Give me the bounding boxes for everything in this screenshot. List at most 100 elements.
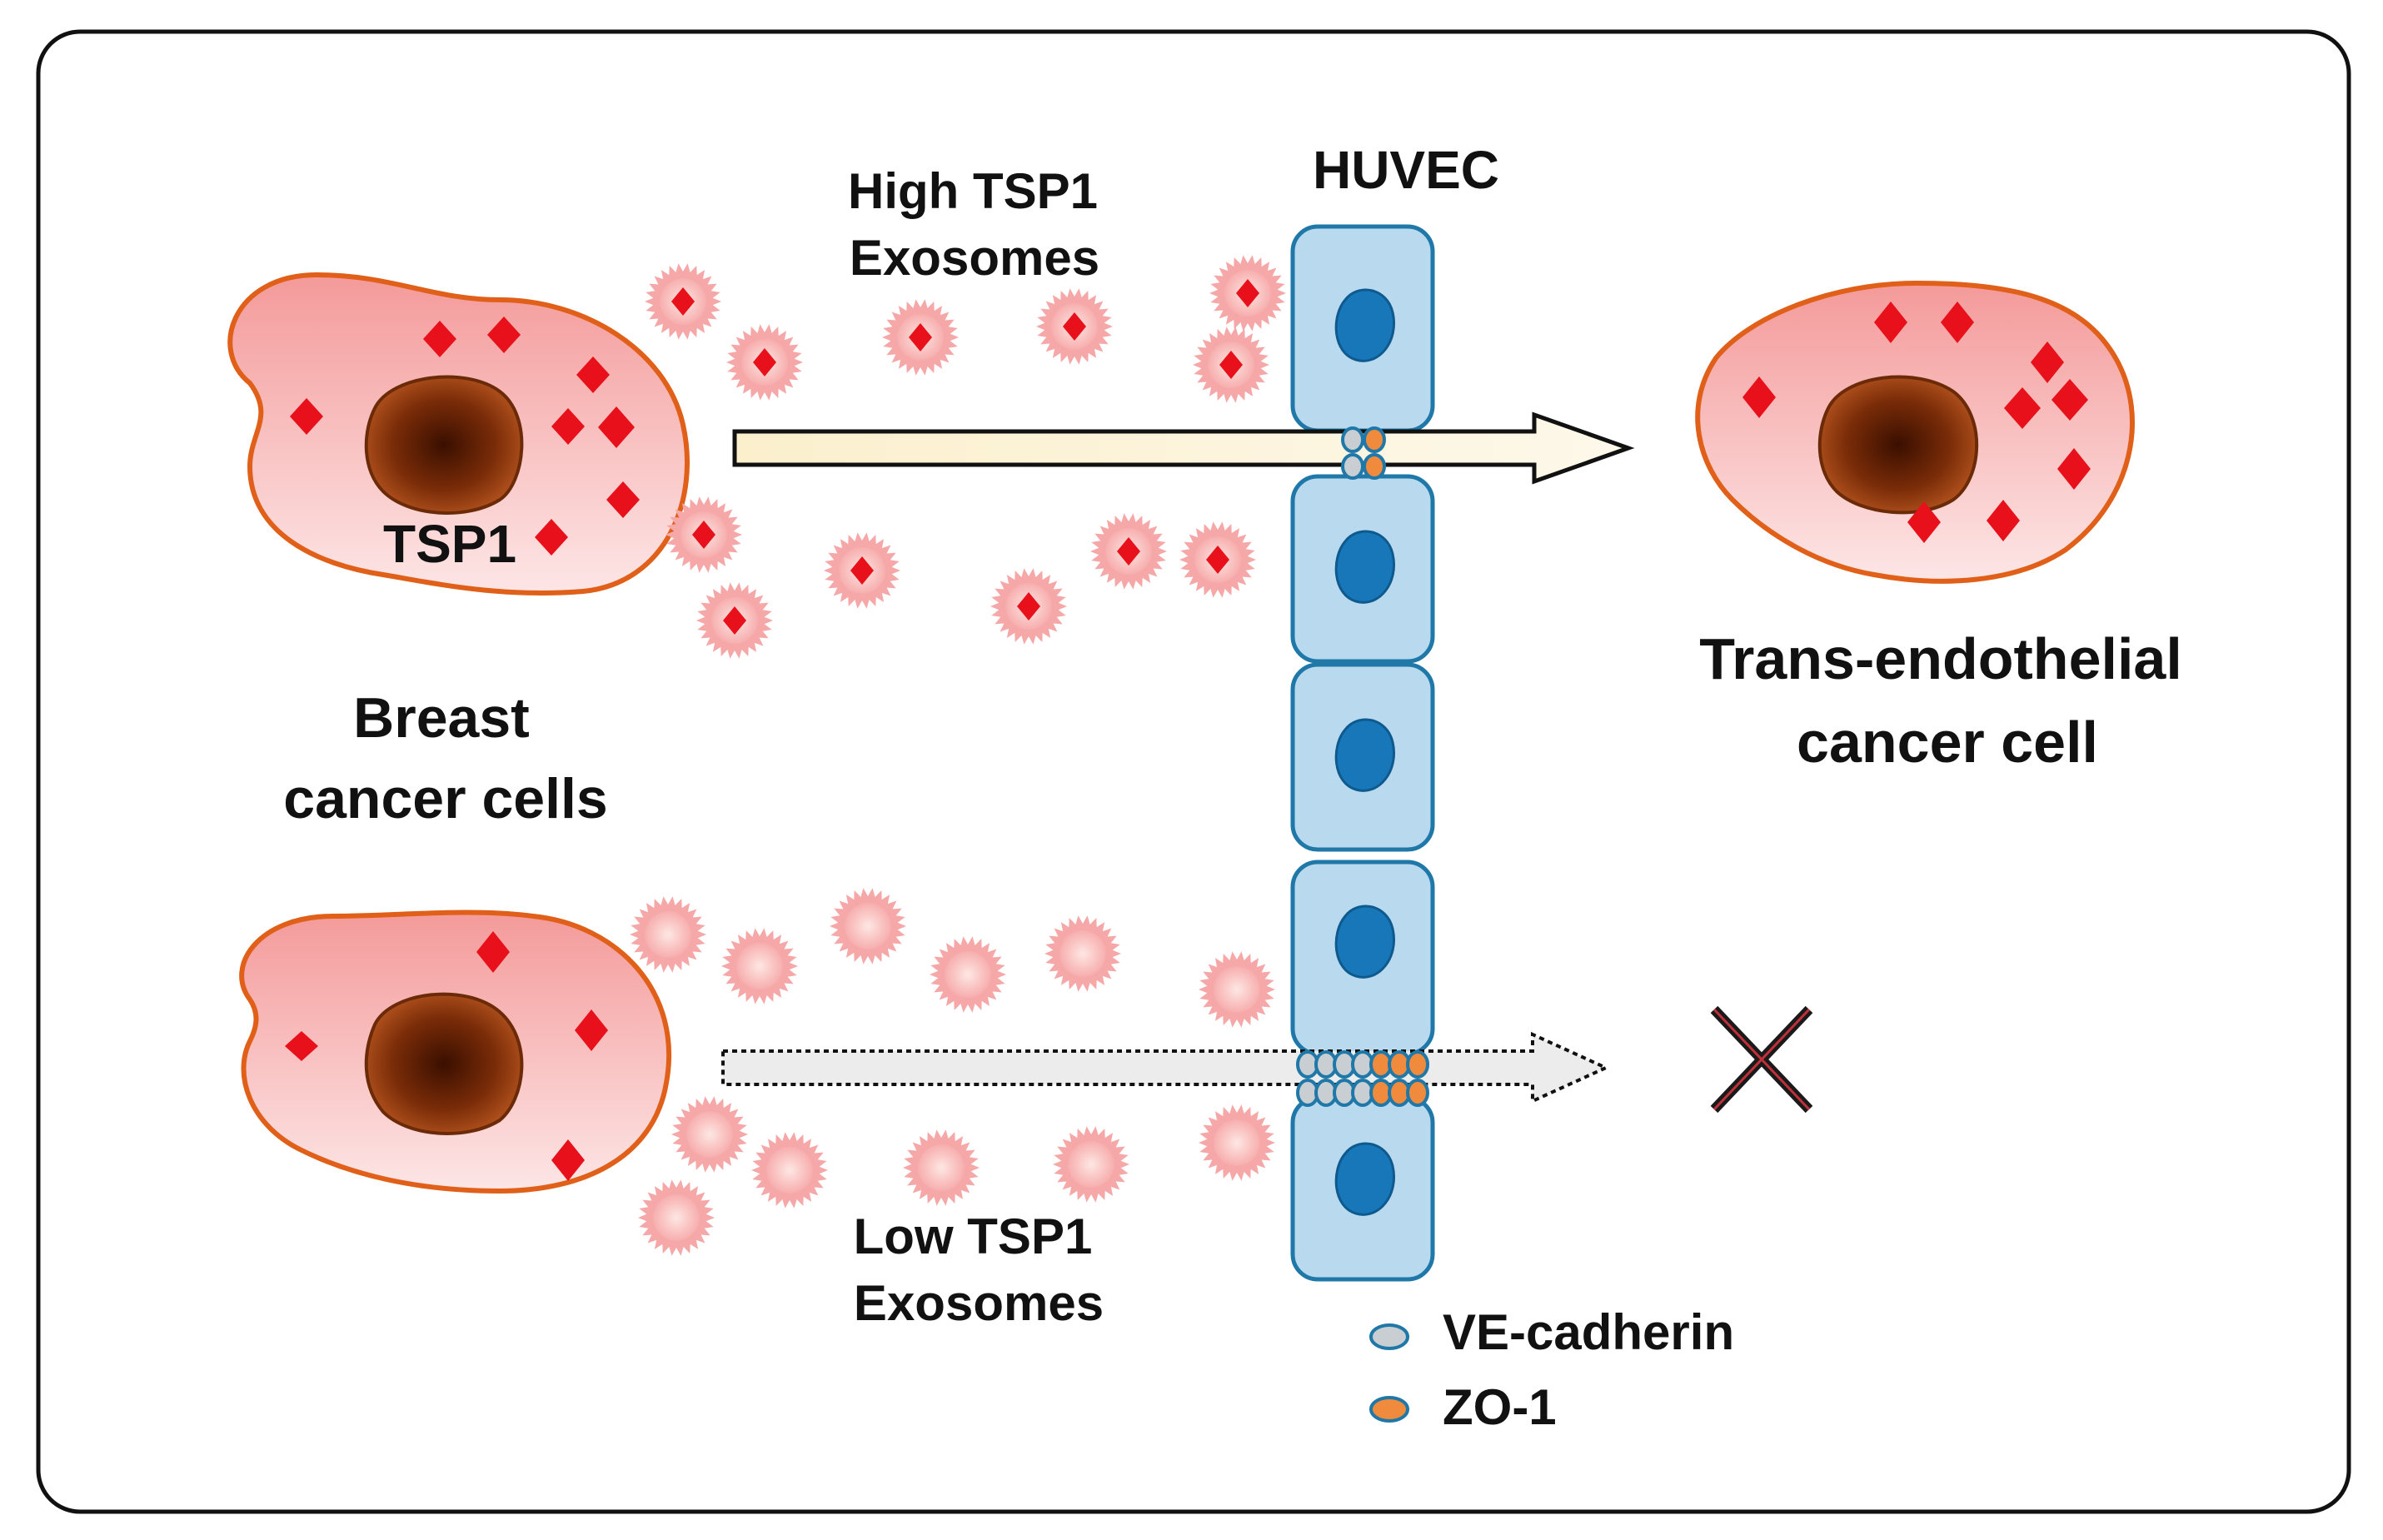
junction-tight [1296, 1050, 1429, 1107]
ve-cadherin-molecule [1341, 426, 1364, 453]
endothelial-nucleus [1334, 1142, 1395, 1216]
tsp1-diamond [692, 521, 715, 549]
breast-label-line1: Breast [353, 686, 530, 750]
tsp1-diamond [423, 321, 456, 357]
tsp1-diamond [723, 606, 746, 635]
endothelial-cell [1290, 474, 1435, 664]
tsp1-diamond [1219, 351, 1243, 379]
arrow-right-icon [732, 411, 1635, 485]
exosome-high-tsp1 [1209, 255, 1286, 331]
tsp1-diamond [606, 481, 640, 518]
endothelial-nucleus [1334, 718, 1395, 792]
exosome-high-tsp1 [645, 263, 721, 340]
nucleus [364, 992, 524, 1135]
endothelial-cell [1290, 1095, 1435, 1282]
exosome-low-tsp1 [1044, 915, 1121, 992]
endothelial-cell [1290, 224, 1435, 433]
tsp1-diamond [1742, 376, 1776, 418]
exosome-lumen [918, 1144, 965, 1191]
exosome-high-tsp1 [1090, 513, 1167, 590]
tsp1-diamond [671, 287, 695, 316]
zo1-molecule [1406, 1050, 1429, 1079]
endothelial-nucleus [1334, 530, 1395, 604]
nucleus [1817, 375, 1979, 515]
tsp1-diamond [598, 406, 635, 448]
low-exosomes-label-line2: Exosomes [854, 1275, 1104, 1331]
exosome-low-tsp1 [1199, 951, 1275, 1028]
huvec-label: HUVEC [1313, 140, 1499, 200]
exosome-high-tsp1 [1179, 521, 1256, 598]
endothelial-cell [1290, 662, 1435, 852]
tsp1-diamond [535, 519, 568, 556]
tsp1-diamond [753, 348, 776, 376]
tsp1-diamond [909, 323, 932, 351]
tsp1-label: TSP1 [383, 514, 516, 574]
tsp1-diamond [551, 1139, 585, 1181]
exosome-low-tsp1 [638, 1179, 715, 1256]
tsp1-diamond [1236, 279, 1259, 307]
high-exosomes-label-line2: Exosomes [850, 230, 1099, 286]
exosome-high-tsp1 [666, 496, 742, 573]
exosome-lumen [1214, 1119, 1260, 1166]
tsp1-diamond [575, 1009, 608, 1051]
legend-label: ZO-1 [1443, 1379, 1557, 1435]
zo1-molecule [1363, 426, 1386, 453]
tsp1-markers [285, 931, 608, 1181]
exosome-high-tsp1 [990, 568, 1067, 645]
legend-label: VE-cadherin [1443, 1304, 1734, 1360]
breast-cancer-cell-low [239, 910, 672, 1194]
breast-label-line2: cancer cells [283, 767, 607, 830]
exosome-lumen [736, 943, 783, 989]
exosome-lumen [645, 911, 691, 958]
tsp1-diamond [1941, 302, 1974, 343]
exosome-high-tsp1 [1193, 326, 1269, 403]
high-tsp1-exosomes [645, 255, 1286, 659]
tsp1-diamond [2004, 387, 2041, 429]
exosome-high-tsp1 [824, 532, 900, 609]
tsp1-diamond [576, 356, 610, 393]
exosome-lumen [766, 1147, 813, 1194]
exosome-high-tsp1 [1036, 288, 1113, 365]
tsp1-diamond [2057, 448, 2091, 490]
low-exosomes-label-line1: Low TSP1 [854, 1209, 1093, 1264]
zo1-molecule [1406, 1079, 1429, 1107]
exosome-high-tsp1 [696, 582, 773, 659]
exosome-lumen [1068, 1141, 1114, 1188]
zo1-swatch [1369, 1396, 1409, 1423]
ve-cadherin-swatch [1369, 1323, 1409, 1350]
tsp1-diamond [290, 398, 323, 435]
exosome-lumen [1214, 966, 1260, 1013]
tsp1-markers [1742, 302, 2091, 543]
legend-item-zo1: ZO-1 [1369, 1379, 1557, 1435]
tsp1-diamond [1117, 537, 1140, 566]
tsp1-diamond [285, 1031, 318, 1061]
tsp1-diamond [551, 408, 585, 445]
trans-label-line2: cancer cell [1797, 710, 2098, 775]
exosome-high-tsp1 [882, 299, 959, 376]
breast-cancer-cell-high: TSP1 [227, 272, 690, 596]
trans-label-line1: Trans-endothelial [1699, 626, 2182, 691]
high-exosomes-label-line1: High TSP1 [848, 163, 1098, 219]
exosome-lumen [686, 1111, 733, 1158]
exosome-low-tsp1 [630, 896, 706, 973]
tsp1-diamond [1063, 312, 1086, 341]
exosome-low-tsp1 [1053, 1126, 1129, 1203]
endothelial-cell [1290, 860, 1435, 1056]
exosome-low-tsp1 [721, 928, 798, 1004]
tsp1-diamond [1907, 501, 1941, 543]
tsp1-diamond [2051, 379, 2088, 421]
huvec-monolayer [1290, 224, 1435, 1282]
endothelial-nucleus [1334, 905, 1395, 979]
legend: VE-cadherin ZO-1 [1369, 1304, 1734, 1435]
tsp1-diamond [476, 931, 510, 973]
tsp1-diamond [1017, 592, 1040, 620]
junction-open [1341, 426, 1386, 480]
tsp1-diamond [1987, 500, 2020, 541]
exosome-low-tsp1 [903, 1129, 980, 1206]
exosome-high-tsp1 [726, 324, 803, 401]
tsp1-diamond [2031, 341, 2064, 383]
tsp1-diamond [1874, 302, 1907, 343]
exosome-low-tsp1 [930, 936, 1006, 1013]
exosome-low-tsp1 [1199, 1104, 1275, 1181]
endothelial-nucleus [1334, 288, 1395, 362]
